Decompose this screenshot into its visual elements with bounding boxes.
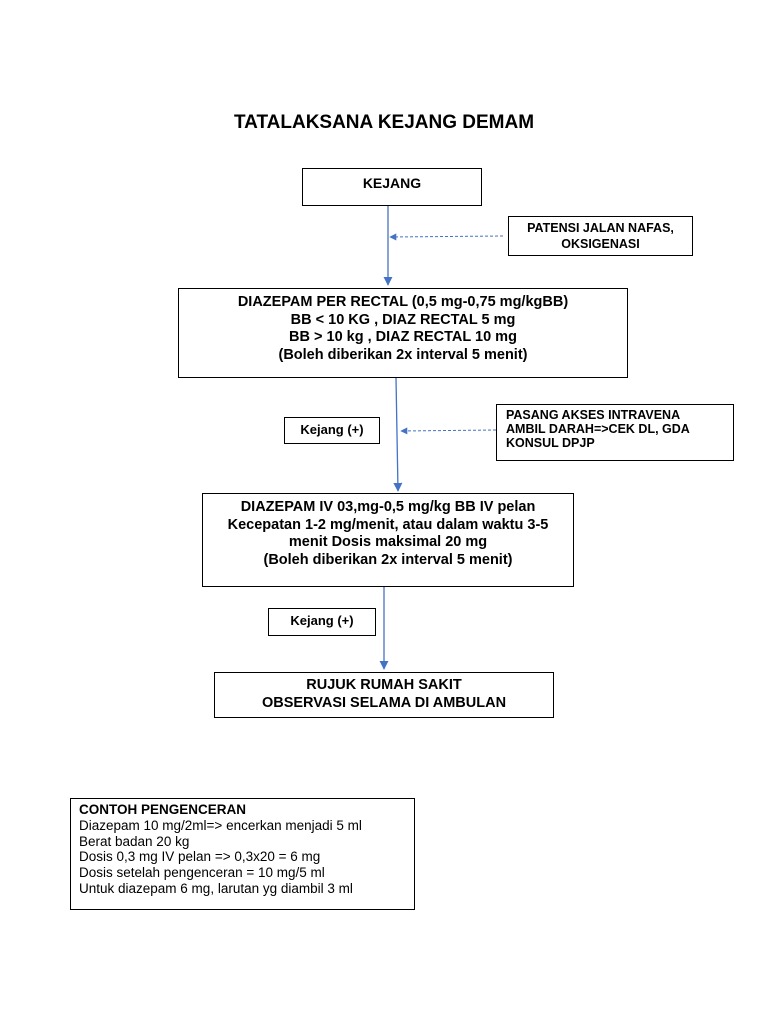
node-diazepam-rectal: DIAZEPAM PER RECTAL (0,5 mg-0,75 mg/kgBB…	[178, 288, 628, 378]
node-rectal-line-4: (Boleh diberikan 2x interval 5 menit)	[278, 346, 528, 363]
node-kejang-positive-2-text: Kejang (+)	[290, 613, 354, 628]
node-rectal-line-1: DIAZEPAM PER RECTAL (0,5 mg-0,75 mg/kgBB…	[237, 294, 569, 310]
node-patensi-line-1: PATENSI JALAN NAFAS,	[527, 221, 674, 235]
dashed-arrow-patensi	[389, 233, 504, 241]
node-pasang-akses-line-1: PASANG AKSES INTRAVENA	[506, 408, 681, 422]
page-title: TATALAKSANA KEJANG DEMAM	[233, 112, 535, 133]
node-pasang-akses: PASANG AKSES INTRAVENA AMBIL DARAH=>CEK …	[496, 404, 734, 461]
node-iv-line-1: DIAZEPAM IV 03,mg-0,5 mg/kg BB IV pelan	[240, 499, 536, 515]
node-pasang-akses-line-2: AMBIL DARAH=>CEK DL, GDA	[506, 422, 690, 436]
example-line-1: Diazepam 10 mg/2ml=> encerkan menjadi 5 …	[79, 817, 362, 833]
node-kejang-text: KEJANG	[362, 175, 422, 191]
arrow-rectal-to-iv	[393, 377, 403, 492]
node-kejang-positive-1-text: Kejang (+)	[300, 422, 364, 437]
node-rujuk-rumah-sakit: RUJUK RUMAH SAKIT OBSERVASI SELAMA DI AM…	[214, 672, 554, 718]
node-iv-line-3: menit Dosis maksimal 20 mg	[288, 534, 488, 550]
example-heading: CONTOH PENGENCERAN	[79, 802, 247, 817]
node-kejang-positive-2: Kejang (+)	[268, 608, 376, 636]
example-line-3: Dosis 0,3 mg IV pelan => 0,3x20 = 6 mg	[79, 849, 321, 865]
node-rectal-line-3: BB > 10 kg , DIAZ RECTAL 10 mg	[289, 329, 517, 345]
node-patensi-jalan-nafas: PATENSI JALAN NAFAS, OKSIGENASI	[508, 216, 693, 256]
example-line-4: Dosis setelah pengenceran = 10 mg/5 ml	[79, 865, 325, 881]
node-iv-line-2: Kecepatan 1-2 mg/menit, atau dalam waktu…	[227, 516, 549, 533]
node-pasang-akses-line-3: KONSUL DPJP	[506, 436, 595, 450]
node-rectal-line-2: BB < 10 KG , DIAZ RECTAL 5 mg	[290, 311, 516, 328]
node-rujuk-line-2: OBSERVASI SELAMA DI AMBULAN	[261, 694, 507, 711]
example-line-2: Berat badan 20 kg	[79, 833, 190, 849]
node-diazepam-iv: DIAZEPAM IV 03,mg-0,5 mg/kg BB IV pelan …	[202, 493, 574, 587]
node-kejang: KEJANG	[302, 168, 482, 206]
dashed-arrow-pasang-akses	[400, 427, 497, 435]
node-kejang-positive-1: Kejang (+)	[284, 417, 380, 444]
node-patensi-line-2: OKSIGENASI	[561, 237, 640, 251]
example-line-5: Untuk diazepam 6 mg, larutan yg diambil …	[79, 880, 353, 896]
example-dilution-box: CONTOH PENGENCERAN Diazepam 10 mg/2ml=> …	[70, 798, 415, 910]
node-iv-line-4: (Boleh diberikan 2x interval 5 menit)	[263, 551, 513, 568]
node-rujuk-line-1: RUJUK RUMAH SAKIT	[306, 677, 462, 693]
